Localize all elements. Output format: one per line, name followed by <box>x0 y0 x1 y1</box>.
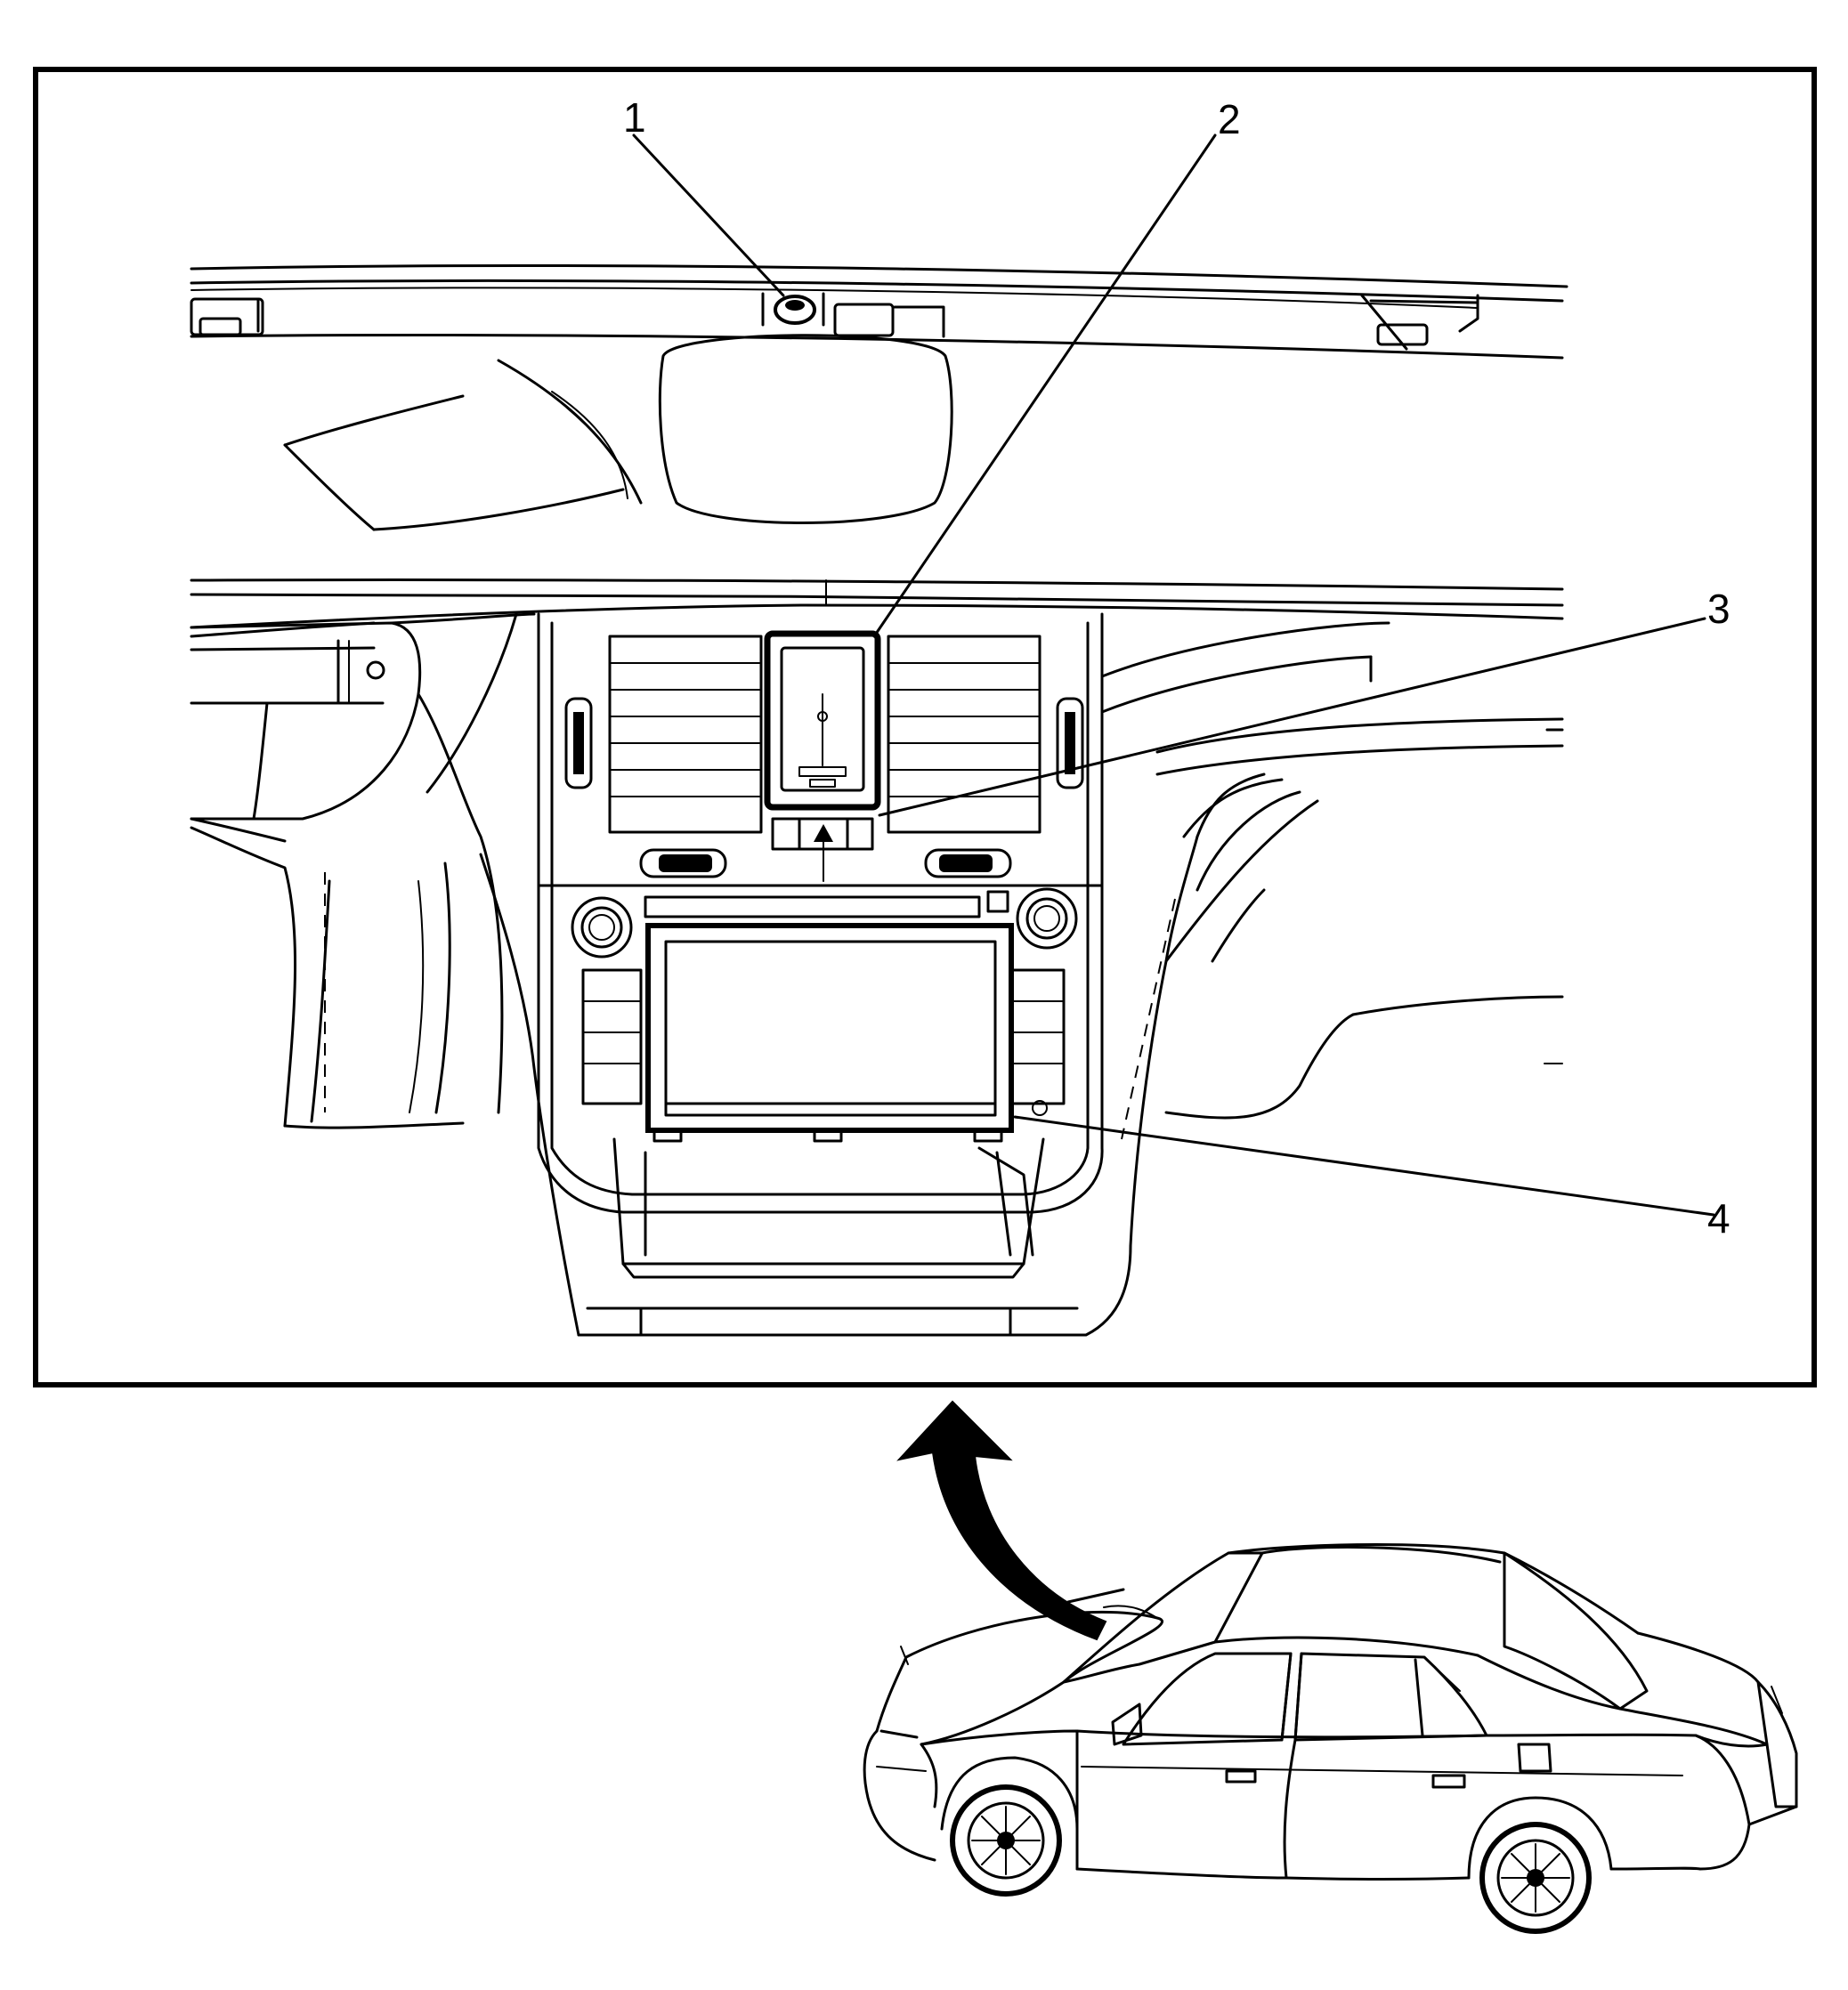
callout-2: 2 <box>1218 96 1241 142</box>
callout-3: 3 <box>1707 586 1730 632</box>
climate-knobs <box>639 848 1012 878</box>
detail-view-frame <box>33 67 1817 1387</box>
leader-lines <box>632 133 1715 1217</box>
disc-slot <box>644 890 1009 918</box>
leader-line-4 <box>1013 1115 1715 1217</box>
radio-knobs <box>571 887 1078 959</box>
vehicle-locator-sedan <box>863 1543 1798 1934</box>
left-air-vent <box>564 635 763 834</box>
locator-arrow-icon <box>896 1400 1107 1641</box>
callout-labels: 1 2 3 4 <box>623 94 1730 1242</box>
mid-dash-band <box>190 578 1564 638</box>
leader-line-1 <box>632 133 785 297</box>
leader-line-2 <box>872 133 1217 638</box>
right-air-vent <box>887 635 1084 834</box>
right-side-panel <box>1100 621 1564 1140</box>
hazard-switch <box>771 817 874 882</box>
upper-dash-edge <box>190 264 1568 360</box>
radio-display <box>645 923 1048 1143</box>
instrument-cluster-lens <box>658 334 953 524</box>
left-side-panel <box>190 612 536 1129</box>
left-dash-contours <box>283 359 643 531</box>
callout-4: 4 <box>1707 1195 1730 1242</box>
callout-1: 1 <box>623 94 646 141</box>
center-stack-bezel <box>479 612 1199 1337</box>
sunload-sensor <box>761 292 825 327</box>
lower-storage-pocket <box>612 1137 1045 1279</box>
analog-clock <box>764 630 881 811</box>
leader-line-3 <box>878 617 1706 817</box>
instrument-panel-detail: 1 2 3 4 <box>190 94 1730 1337</box>
